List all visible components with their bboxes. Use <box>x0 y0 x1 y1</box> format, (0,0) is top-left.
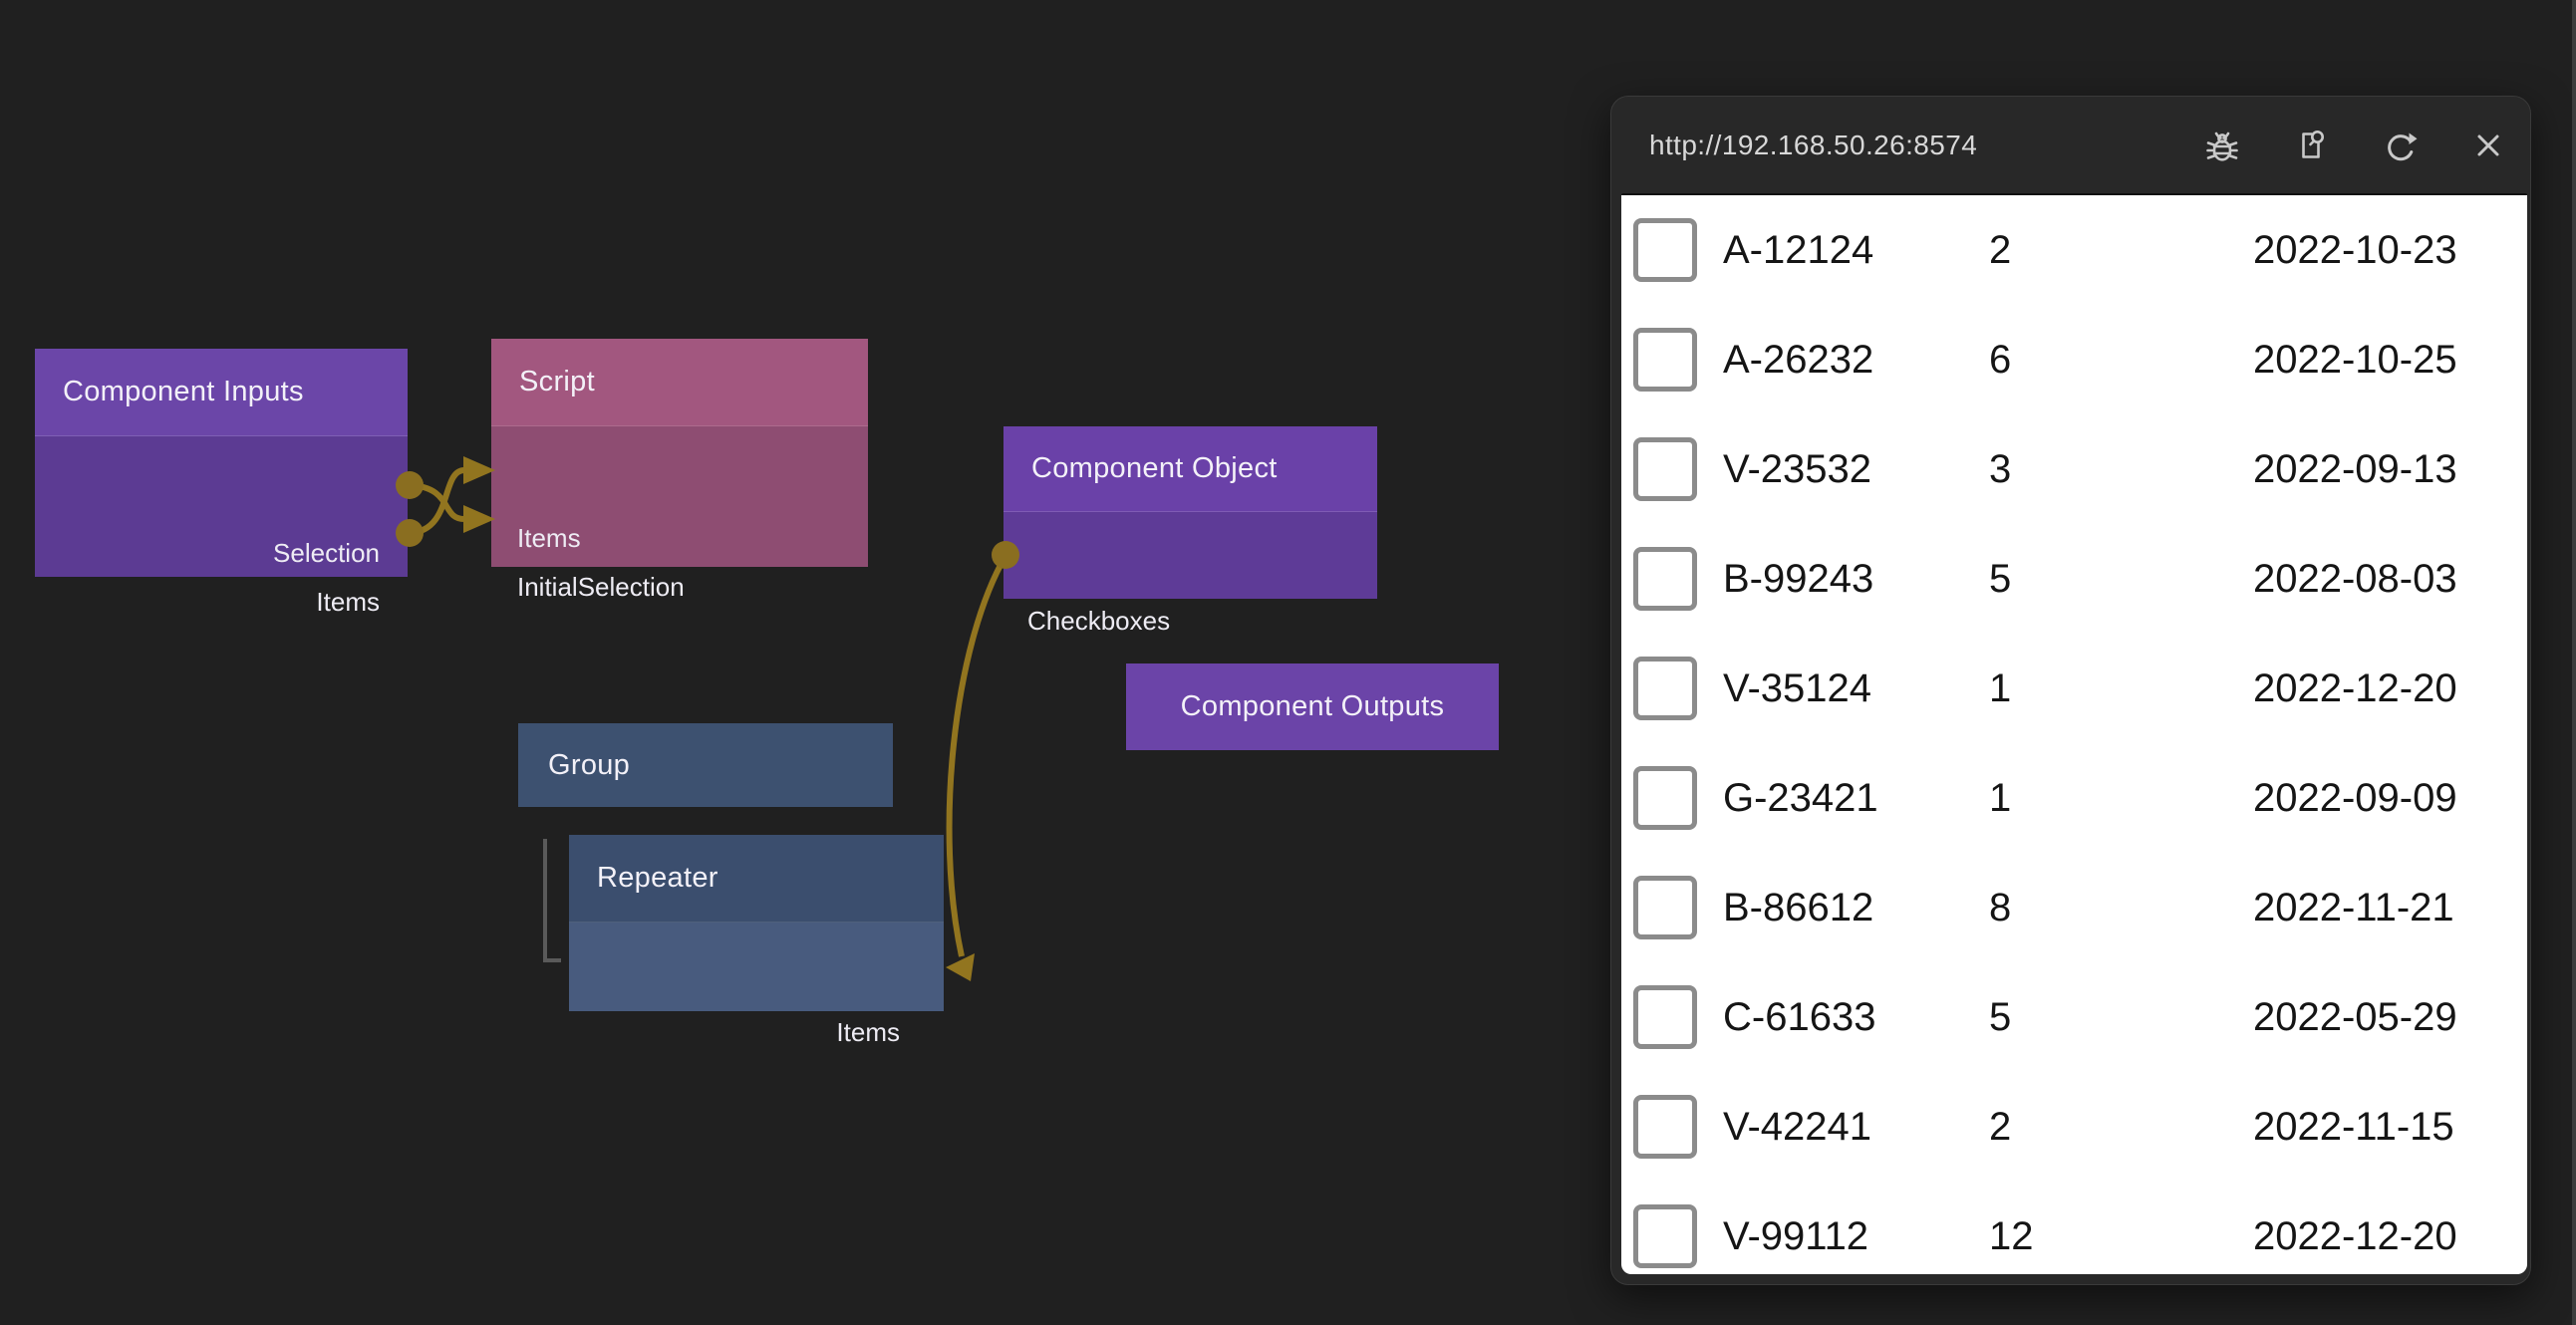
row-id: B-99243 <box>1723 557 1989 602</box>
row-qty: 12 <box>1989 1214 2253 1259</box>
url-text[interactable]: http://192.168.50.26:8574 <box>1649 130 2204 161</box>
list-item[interactable]: B-99243 5 2022-08-03 <box>1621 524 2527 634</box>
row-id: V-99112 <box>1723 1214 1989 1259</box>
toolbar-icons <box>2204 128 2506 163</box>
debug-icon[interactable] <box>2204 128 2240 163</box>
row-checkbox[interactable] <box>1633 547 1697 611</box>
browser-toolbar: http://192.168.50.26:8574 <box>1611 97 2530 193</box>
wire-items-to-items <box>410 470 464 533</box>
port-selection[interactable]: Selection <box>273 532 380 574</box>
node-body: Items InitialSelection <box>491 426 868 567</box>
row-date: 2022-11-15 <box>2253 1105 2527 1150</box>
node-title: Repeater <box>569 835 944 923</box>
port-items[interactable]: Items <box>836 1011 900 1053</box>
row-id: A-26232 <box>1723 338 1989 383</box>
node-script[interactable]: Script Items InitialSelection <box>491 339 868 568</box>
list-item[interactable]: B-86612 8 2022-11-21 <box>1621 853 2527 962</box>
row-checkbox[interactable] <box>1633 657 1697 720</box>
row-qty: 1 <box>1989 666 2253 711</box>
row-checkbox[interactable] <box>1633 1095 1697 1159</box>
row-id: B-86612 <box>1723 886 1989 930</box>
row-date: 2022-10-25 <box>2253 338 2527 383</box>
list-item[interactable]: V-42241 2 2022-11-15 <box>1621 1072 2527 1182</box>
row-checkbox[interactable] <box>1633 876 1697 939</box>
page-inspect-icon[interactable] <box>2293 128 2329 163</box>
node-title: Group <box>518 723 893 807</box>
window-edge-strip <box>2572 0 2576 1325</box>
node-body: Items <box>569 923 944 1011</box>
node-body: Checkboxes <box>1003 512 1377 599</box>
row-qty: 3 <box>1989 447 2253 492</box>
arrowhead-repeater-items <box>946 953 975 981</box>
wire-selection-to-initialselection <box>410 485 464 519</box>
row-qty: 5 <box>1989 995 2253 1040</box>
node-component-outputs[interactable]: Component Outputs <box>1126 663 1499 750</box>
row-checkbox[interactable] <box>1633 218 1697 282</box>
row-date: 2022-09-09 <box>2253 776 2527 821</box>
node-body: Selection Items <box>35 436 408 577</box>
group-tree-connector <box>545 839 561 960</box>
row-checkbox[interactable] <box>1633 985 1697 1049</box>
row-date: 2022-10-23 <box>2253 228 2527 273</box>
row-checkbox[interactable] <box>1633 328 1697 392</box>
list-item[interactable]: V-35124 1 2022-12-20 <box>1621 634 2527 743</box>
row-id: V-23532 <box>1723 447 1989 492</box>
row-qty: 2 <box>1989 228 2253 273</box>
list-item[interactable]: C-61633 5 2022-05-29 <box>1621 962 2527 1072</box>
row-qty: 6 <box>1989 338 2253 383</box>
node-title: Script <box>491 339 868 426</box>
list-item[interactable]: V-99112 12 2022-12-20 <box>1621 1182 2527 1274</box>
node-title: Component Object <box>1003 426 1377 512</box>
node-component-object[interactable]: Component Object Checkboxes <box>1003 426 1377 600</box>
list-item[interactable]: V-23532 3 2022-09-13 <box>1621 414 2527 524</box>
node-group[interactable]: Group <box>518 723 893 807</box>
row-date: 2022-08-03 <box>2253 557 2527 602</box>
close-icon[interactable] <box>2470 128 2506 163</box>
row-qty: 1 <box>1989 776 2253 821</box>
row-id: G-23421 <box>1723 776 1989 821</box>
browser-preview-panel: http://192.168.50.26:8574 <box>1610 96 2531 1285</box>
port-items[interactable]: Items <box>316 581 380 623</box>
row-qty: 8 <box>1989 886 2253 930</box>
row-id: A-12124 <box>1723 228 1989 273</box>
list-item[interactable]: A-12124 2 2022-10-23 <box>1621 195 2527 305</box>
list-item[interactable]: G-23421 1 2022-09-09 <box>1621 743 2527 853</box>
node-repeater[interactable]: Repeater Items <box>569 835 944 1012</box>
row-qty: 2 <box>1989 1105 2253 1150</box>
node-title: Component Outputs <box>1126 663 1499 750</box>
list-item[interactable]: A-26232 6 2022-10-25 <box>1621 305 2527 414</box>
row-list: A-12124 2 2022-10-23 A-26232 6 2022-10-2… <box>1621 193 2527 1274</box>
row-checkbox[interactable] <box>1633 1204 1697 1268</box>
row-checkbox[interactable] <box>1633 437 1697 501</box>
row-id: V-42241 <box>1723 1105 1989 1150</box>
row-id: V-35124 <box>1723 666 1989 711</box>
port-initialselection[interactable]: InitialSelection <box>517 566 685 608</box>
port-checkboxes[interactable]: Checkboxes <box>1027 600 1170 642</box>
row-date: 2022-05-29 <box>2253 995 2527 1040</box>
node-component-inputs[interactable]: Component Inputs Selection Items <box>35 349 408 578</box>
row-qty: 5 <box>1989 557 2253 602</box>
row-date: 2022-11-21 <box>2253 886 2527 930</box>
row-date: 2022-12-20 <box>2253 1214 2527 1259</box>
wire-checkboxes-to-repeater-items <box>950 556 1005 956</box>
row-date: 2022-12-20 <box>2253 666 2527 711</box>
refresh-icon[interactable] <box>2382 128 2418 163</box>
row-date: 2022-09-13 <box>2253 447 2527 492</box>
port-items[interactable]: Items <box>517 517 581 559</box>
node-title: Component Inputs <box>35 349 408 436</box>
row-checkbox[interactable] <box>1633 766 1697 830</box>
row-id: C-61633 <box>1723 995 1989 1040</box>
